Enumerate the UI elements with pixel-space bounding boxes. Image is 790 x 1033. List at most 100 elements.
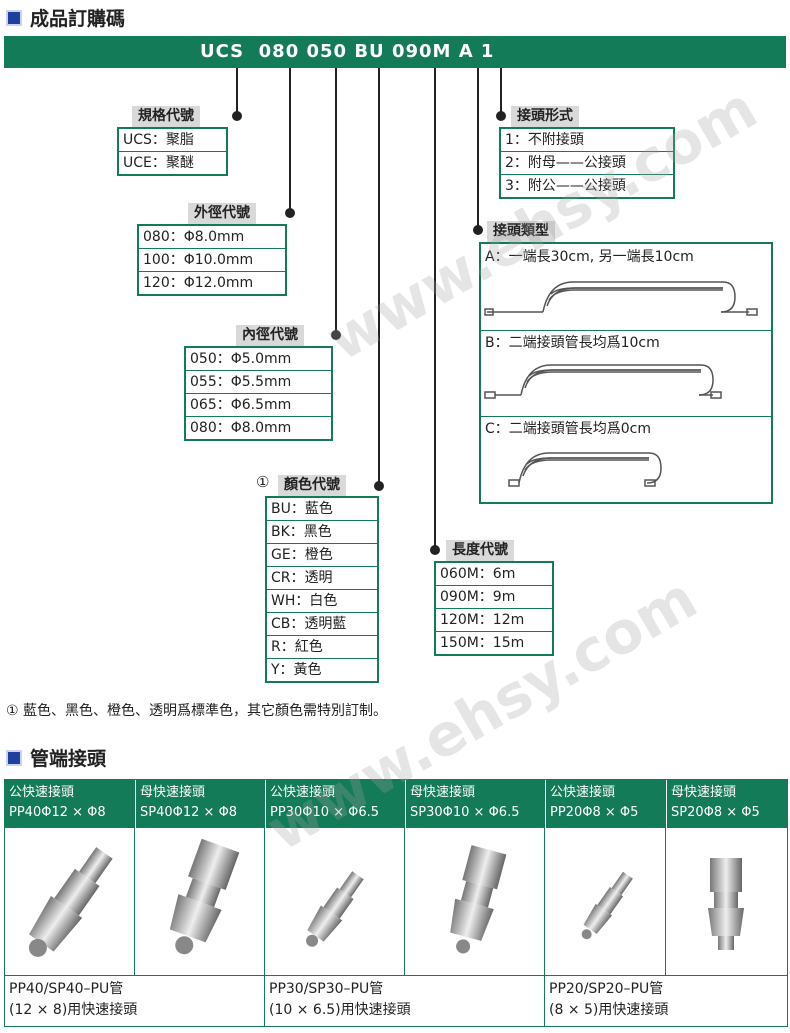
fitting-caption: PP30/SP30–PU管 (10 × 6.5)用快速接頭: [265, 976, 545, 1026]
section-bullet-icon: [6, 9, 22, 26]
fitting-type-b-text: B：二端接頭管長均爲10cm: [485, 335, 660, 351]
od-label: 外徑代號: [188, 203, 256, 224]
fitting-type-a-text: A：一端長30cm, 另一端長10cm: [485, 249, 694, 265]
fitting-image-cell: [5, 828, 135, 976]
fitting-image-cell: [265, 828, 405, 976]
fitting-header-model: PP30Φ10 × Φ6.5: [270, 805, 380, 820]
fitting-caption-line: PP30/SP30–PU管: [269, 981, 384, 997]
table-row: 120M：12m: [436, 609, 552, 632]
fitting-type-table: A：一端長30cm, 另一端長10cm B：二端接頭管長均爲10cm: [479, 242, 773, 504]
table-row: UCS：聚脂: [119, 129, 226, 152]
connector-dot: [285, 208, 295, 218]
fitting-header-name: 公快速接頭: [9, 785, 75, 800]
connector-dot: [374, 481, 384, 491]
table-row: 2：附母——公接頭: [501, 152, 673, 175]
fitting-type-c-text: C：二端接頭管長均爲0cm: [485, 421, 652, 437]
fitting-caption-line: (8 × 5)用快速接頭: [549, 1002, 669, 1018]
table-row: 050：Φ5.0mm: [186, 348, 331, 371]
order-code-bar: [4, 36, 786, 68]
connector-line: [477, 68, 479, 230]
connector-line: [289, 68, 291, 214]
table-row: 120：Φ12.0mm: [143, 275, 254, 291]
connector-dot: [473, 225, 483, 235]
section-title-fittings: 管端接頭: [6, 744, 106, 771]
fitting-caption-line: (10 × 6.5)用快速接頭: [269, 1002, 411, 1018]
fitting-caption: PP40/SP40–PU管 (12 × 8)用快速接頭: [5, 976, 265, 1026]
female-quick-fitting-icon: [708, 858, 744, 950]
id-table: 050：Φ5.0mm 055：Φ5.5mm 065：Φ6.5mm 080：Φ8.…: [184, 346, 333, 441]
connector-dot: [496, 111, 506, 121]
fitting-header: 母快速接頭 SP40Φ12 × Φ8: [135, 780, 265, 828]
female-quick-fitting-icon: [169, 838, 240, 955]
connector-line: [335, 68, 337, 335]
section-title-text: 成品訂購碼: [30, 8, 126, 30]
od-table: 080：Φ8.0mm 100：Φ10.0mm 120：Φ12.0mm: [137, 224, 287, 296]
fitting-header-name: 公快速接頭: [550, 785, 616, 800]
table-row: 065：Φ6.5mm: [186, 394, 331, 417]
id-label: 內徑代號: [236, 325, 304, 346]
order-code: UCS 080 050 BU 090M A 1: [200, 41, 495, 62]
spec-table: UCS：聚脂 UCE：聚醚: [117, 127, 228, 176]
table-row: CB：透明藍: [267, 613, 377, 636]
connector-line: [236, 68, 238, 116]
connector-dot: [331, 330, 341, 340]
connector-line: [378, 68, 380, 486]
connector-line: [434, 68, 436, 550]
coil-hose-a-icon: [484, 281, 758, 316]
connector-dot: [232, 111, 242, 121]
length-label: 長度代號: [446, 540, 514, 561]
table-row: 100：Φ10.0mm: [139, 249, 285, 272]
fitting-type-b: B：二端接頭管長均爲10cm: [481, 330, 771, 417]
table-row: 1：不附接頭: [501, 129, 673, 152]
fitting-header-model: SP20Φ8 × Φ5: [671, 805, 760, 820]
color-label: 顏色代號: [278, 475, 346, 496]
table-row: 055：Φ5.5mm: [186, 371, 331, 394]
male-quick-fitting-icon: [581, 871, 633, 940]
fitting-caption-line: PP40/SP40–PU管: [9, 981, 124, 997]
fitting-form-label: 接頭形式: [511, 106, 579, 127]
spec-label: 規格代號: [132, 106, 200, 127]
female-quick-fitting-icon: [450, 845, 507, 954]
section-bullet-icon: [6, 749, 22, 766]
section-title-order-code: 成品訂購碼: [6, 4, 125, 31]
table-row: 060M：6m: [436, 563, 552, 586]
table-row: CR：透明: [267, 567, 377, 590]
fitting-caption-line: (12 × 8)用快速接頭: [9, 1002, 138, 1018]
fitting-header: 公快速接頭 PP20Φ8 × Φ5: [545, 780, 666, 828]
color-footnote-marker: ①: [256, 473, 270, 491]
length-table: 060M：6m 090M：9m 120M：12m 150M：15m: [434, 561, 554, 656]
fitting-header-name: 母快速接頭: [140, 785, 206, 800]
table-row: 080：Φ8.0mm: [139, 226, 285, 249]
table-row: R：紅色: [267, 636, 377, 659]
table-row: GE：橙色: [267, 544, 377, 567]
fitting-header-model: SP40Φ12 × Φ8: [140, 805, 238, 820]
table-row: 080：Φ8.0mm: [190, 420, 292, 436]
coil-hose-c-icon: [508, 452, 662, 487]
fitting-caption-line: PP20/SP20–PU管: [549, 981, 664, 997]
table-row: 090M：9m: [436, 586, 552, 609]
connector-dot: [430, 545, 440, 555]
fitting-type-label: 接頭類型: [487, 221, 555, 242]
connector-line: [500, 68, 502, 116]
fitting-image-cell: [405, 828, 545, 976]
fitting-header-model: PP20Φ8 × Φ5: [550, 805, 639, 820]
table-row: Y：黃色: [271, 662, 322, 678]
section-title-text: 管端接頭: [30, 748, 107, 770]
table-row: UCE：聚醚: [123, 155, 194, 171]
fitting-image-cell: [666, 828, 787, 976]
coil-hose-b-icon: [484, 364, 722, 399]
table-row: 3：附公——公接頭: [505, 178, 626, 194]
color-table: BU：藍色 BK：黑色 GE：橙色 CR：透明 WH：白色 CB：透明藍 R：紅…: [265, 496, 379, 683]
fitting-image-cell: [545, 828, 666, 976]
table-row: WH：白色: [267, 590, 377, 613]
fitting-caption: PP20/SP20–PU管 (8 × 5)用快速接頭: [545, 976, 787, 1026]
fitting-type-c: C：二端接頭管長均爲0cm: [481, 416, 771, 502]
male-quick-fitting-icon: [28, 847, 113, 957]
fitting-type-a: A：一端長30cm, 另一端長10cm: [481, 244, 771, 331]
table-row: BU：藍色: [267, 498, 377, 521]
